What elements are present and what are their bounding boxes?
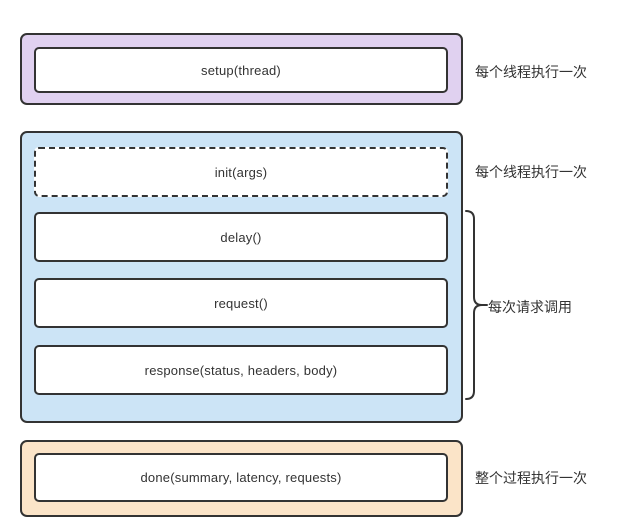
done-group: done(summary, latency, requests) (20, 440, 463, 517)
response-box-label: response(status, headers, body) (144, 362, 338, 378)
init-annotation: 每个线程执行一次 (475, 164, 587, 180)
curly-brace-icon (464, 209, 488, 401)
done-box-label: done(summary, latency, requests) (140, 470, 342, 485)
init-box: init(args) (34, 147, 448, 197)
thread-loop-group: init(args) delay() request() response(st… (20, 131, 463, 423)
delay-box-label: delay() (220, 229, 262, 245)
done-annotation: 整个过程执行一次 (475, 470, 587, 486)
done-box: done(summary, latency, requests) (34, 453, 448, 502)
request-box-label: request() (214, 295, 268, 311)
response-box: response(status, headers, body) (34, 345, 448, 395)
per-request-annotation: 每次请求调用 (488, 299, 572, 315)
delay-box: delay() (34, 212, 448, 262)
setup-box-label: setup(thread) (201, 62, 281, 78)
request-box: request() (34, 278, 448, 328)
setup-group: setup(thread) (20, 33, 463, 105)
setup-box: setup(thread) (34, 47, 448, 93)
init-box-label: init(args) (214, 164, 268, 180)
setup-annotation: 每个线程执行一次 (475, 64, 587, 80)
